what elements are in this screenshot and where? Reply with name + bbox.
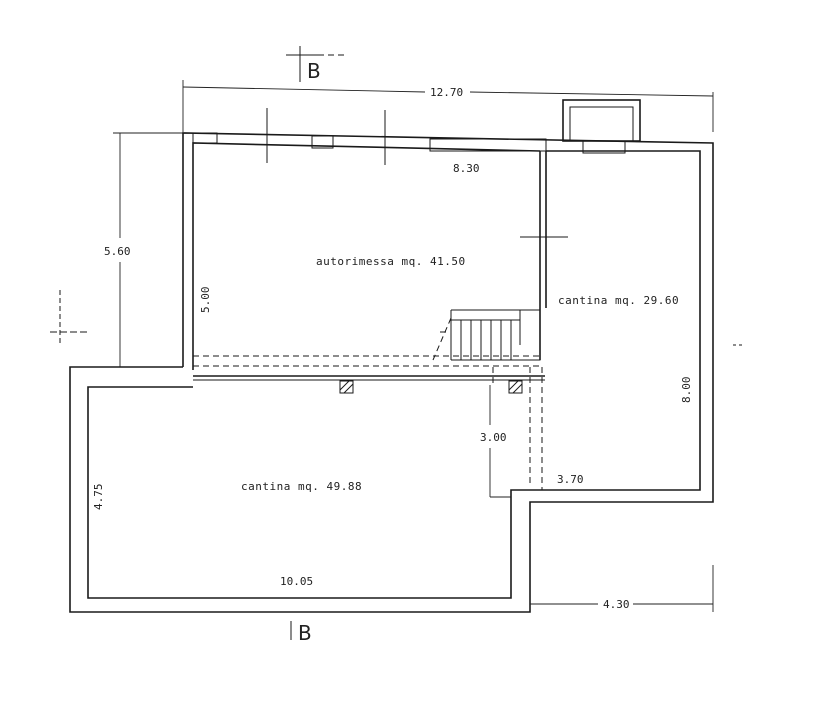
- room-label-cellar-right: cantina mq. 29.60: [558, 294, 679, 307]
- dimension-offset-width-label: 4.30: [603, 598, 630, 611]
- dimension-bottom-left-height-label: 4.75: [92, 484, 105, 511]
- section-label-bottom: B: [298, 621, 312, 645]
- dimension-step-height-label: 3.00: [480, 431, 507, 444]
- dimension-bottom-width-label: 10.05: [280, 575, 313, 588]
- door-ticks: [266, 108, 568, 238]
- pilasters-top: [192, 132, 547, 152]
- stair: [432, 309, 541, 361]
- skylight-box: [562, 99, 641, 154]
- dashed-lines: [193, 355, 543, 490]
- walls: [69, 132, 714, 613]
- hatched-columns: [339, 380, 523, 394]
- dimension-garage-width-label: 8.30: [453, 162, 480, 175]
- section-mark-top: B: [286, 46, 345, 83]
- dimension-garage-depth-label: 5.00: [199, 287, 212, 314]
- dimension-right-width-label: 3.70: [557, 473, 584, 486]
- room-label-garage: autorimessa mq. 41.50: [316, 255, 466, 268]
- section-label-top: B: [307, 59, 321, 83]
- dimension-step-height: 3.00: [480, 385, 511, 498]
- dimension-overall-width-label: 12.70: [430, 86, 463, 99]
- dimension-left-height-label: 5.60: [104, 245, 131, 258]
- section-mark-left: [50, 290, 88, 345]
- dimension-right-height-label: 8.00: [680, 377, 693, 404]
- room-label-cellar-bottom: cantina mq. 49.88: [241, 480, 362, 493]
- dimension-left-height: 5.60: [104, 132, 183, 368]
- dimension-offset-width: 4.30: [529, 565, 714, 612]
- section-mark-bottom: B: [290, 621, 312, 645]
- dimension-overall-width: 12.70: [182, 80, 714, 132]
